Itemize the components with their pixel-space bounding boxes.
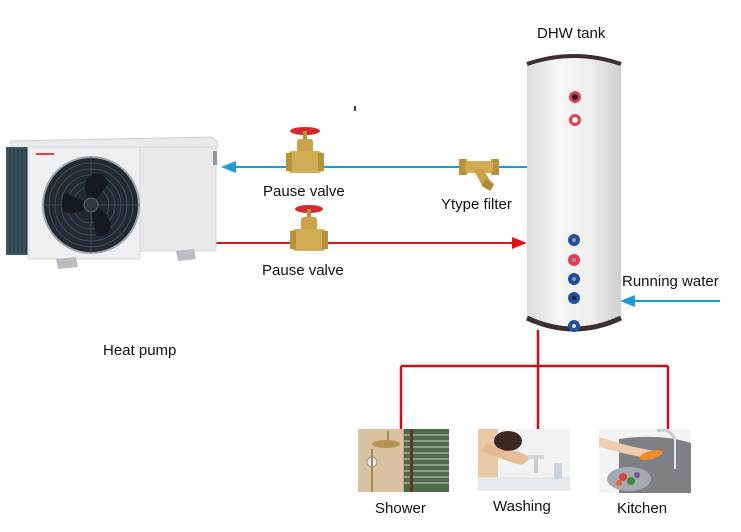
heat-pump-label: Heat pump <box>103 342 177 359</box>
dhw-tank[interactable] <box>525 50 623 340</box>
kitchen-label: Kitchen <box>617 500 668 517</box>
running-water-arrow <box>620 295 635 307</box>
return-pause-valve[interactable] <box>284 125 326 177</box>
heat-pump <box>4 135 219 275</box>
water-tank-icon <box>525 54 623 332</box>
running-water-label: Running water <box>622 273 719 290</box>
gate-valve-icon <box>290 205 328 251</box>
shower-label: Shower <box>375 500 426 517</box>
artifact-mark <box>354 106 356 111</box>
supply-pause-valve[interactable] <box>289 203 329 255</box>
cold-return-arrow <box>221 161 236 173</box>
kitchen-sink-icon <box>599 429 691 493</box>
hot-supply-arrow <box>512 237 527 249</box>
kitchen-photo[interactable] <box>599 429 691 493</box>
washing-label: Washing <box>493 498 551 515</box>
supply-valve-label: Pause valve <box>262 262 344 279</box>
heat-pump-icon <box>6 136 219 269</box>
y-type-filter[interactable] <box>459 155 499 191</box>
washing-photo[interactable] <box>478 429 570 491</box>
return-valve-label: Pause valve <box>263 183 345 200</box>
gate-valve-icon <box>286 127 324 173</box>
shower-icon <box>358 429 449 492</box>
filter-label: Ytype filter <box>441 196 512 213</box>
shower-photo[interactable] <box>358 429 449 492</box>
tank-title: DHW tank <box>537 25 606 42</box>
face-washing-icon <box>478 429 570 491</box>
outlet-pipes <box>399 330 670 430</box>
y-strainer-icon <box>459 159 499 191</box>
